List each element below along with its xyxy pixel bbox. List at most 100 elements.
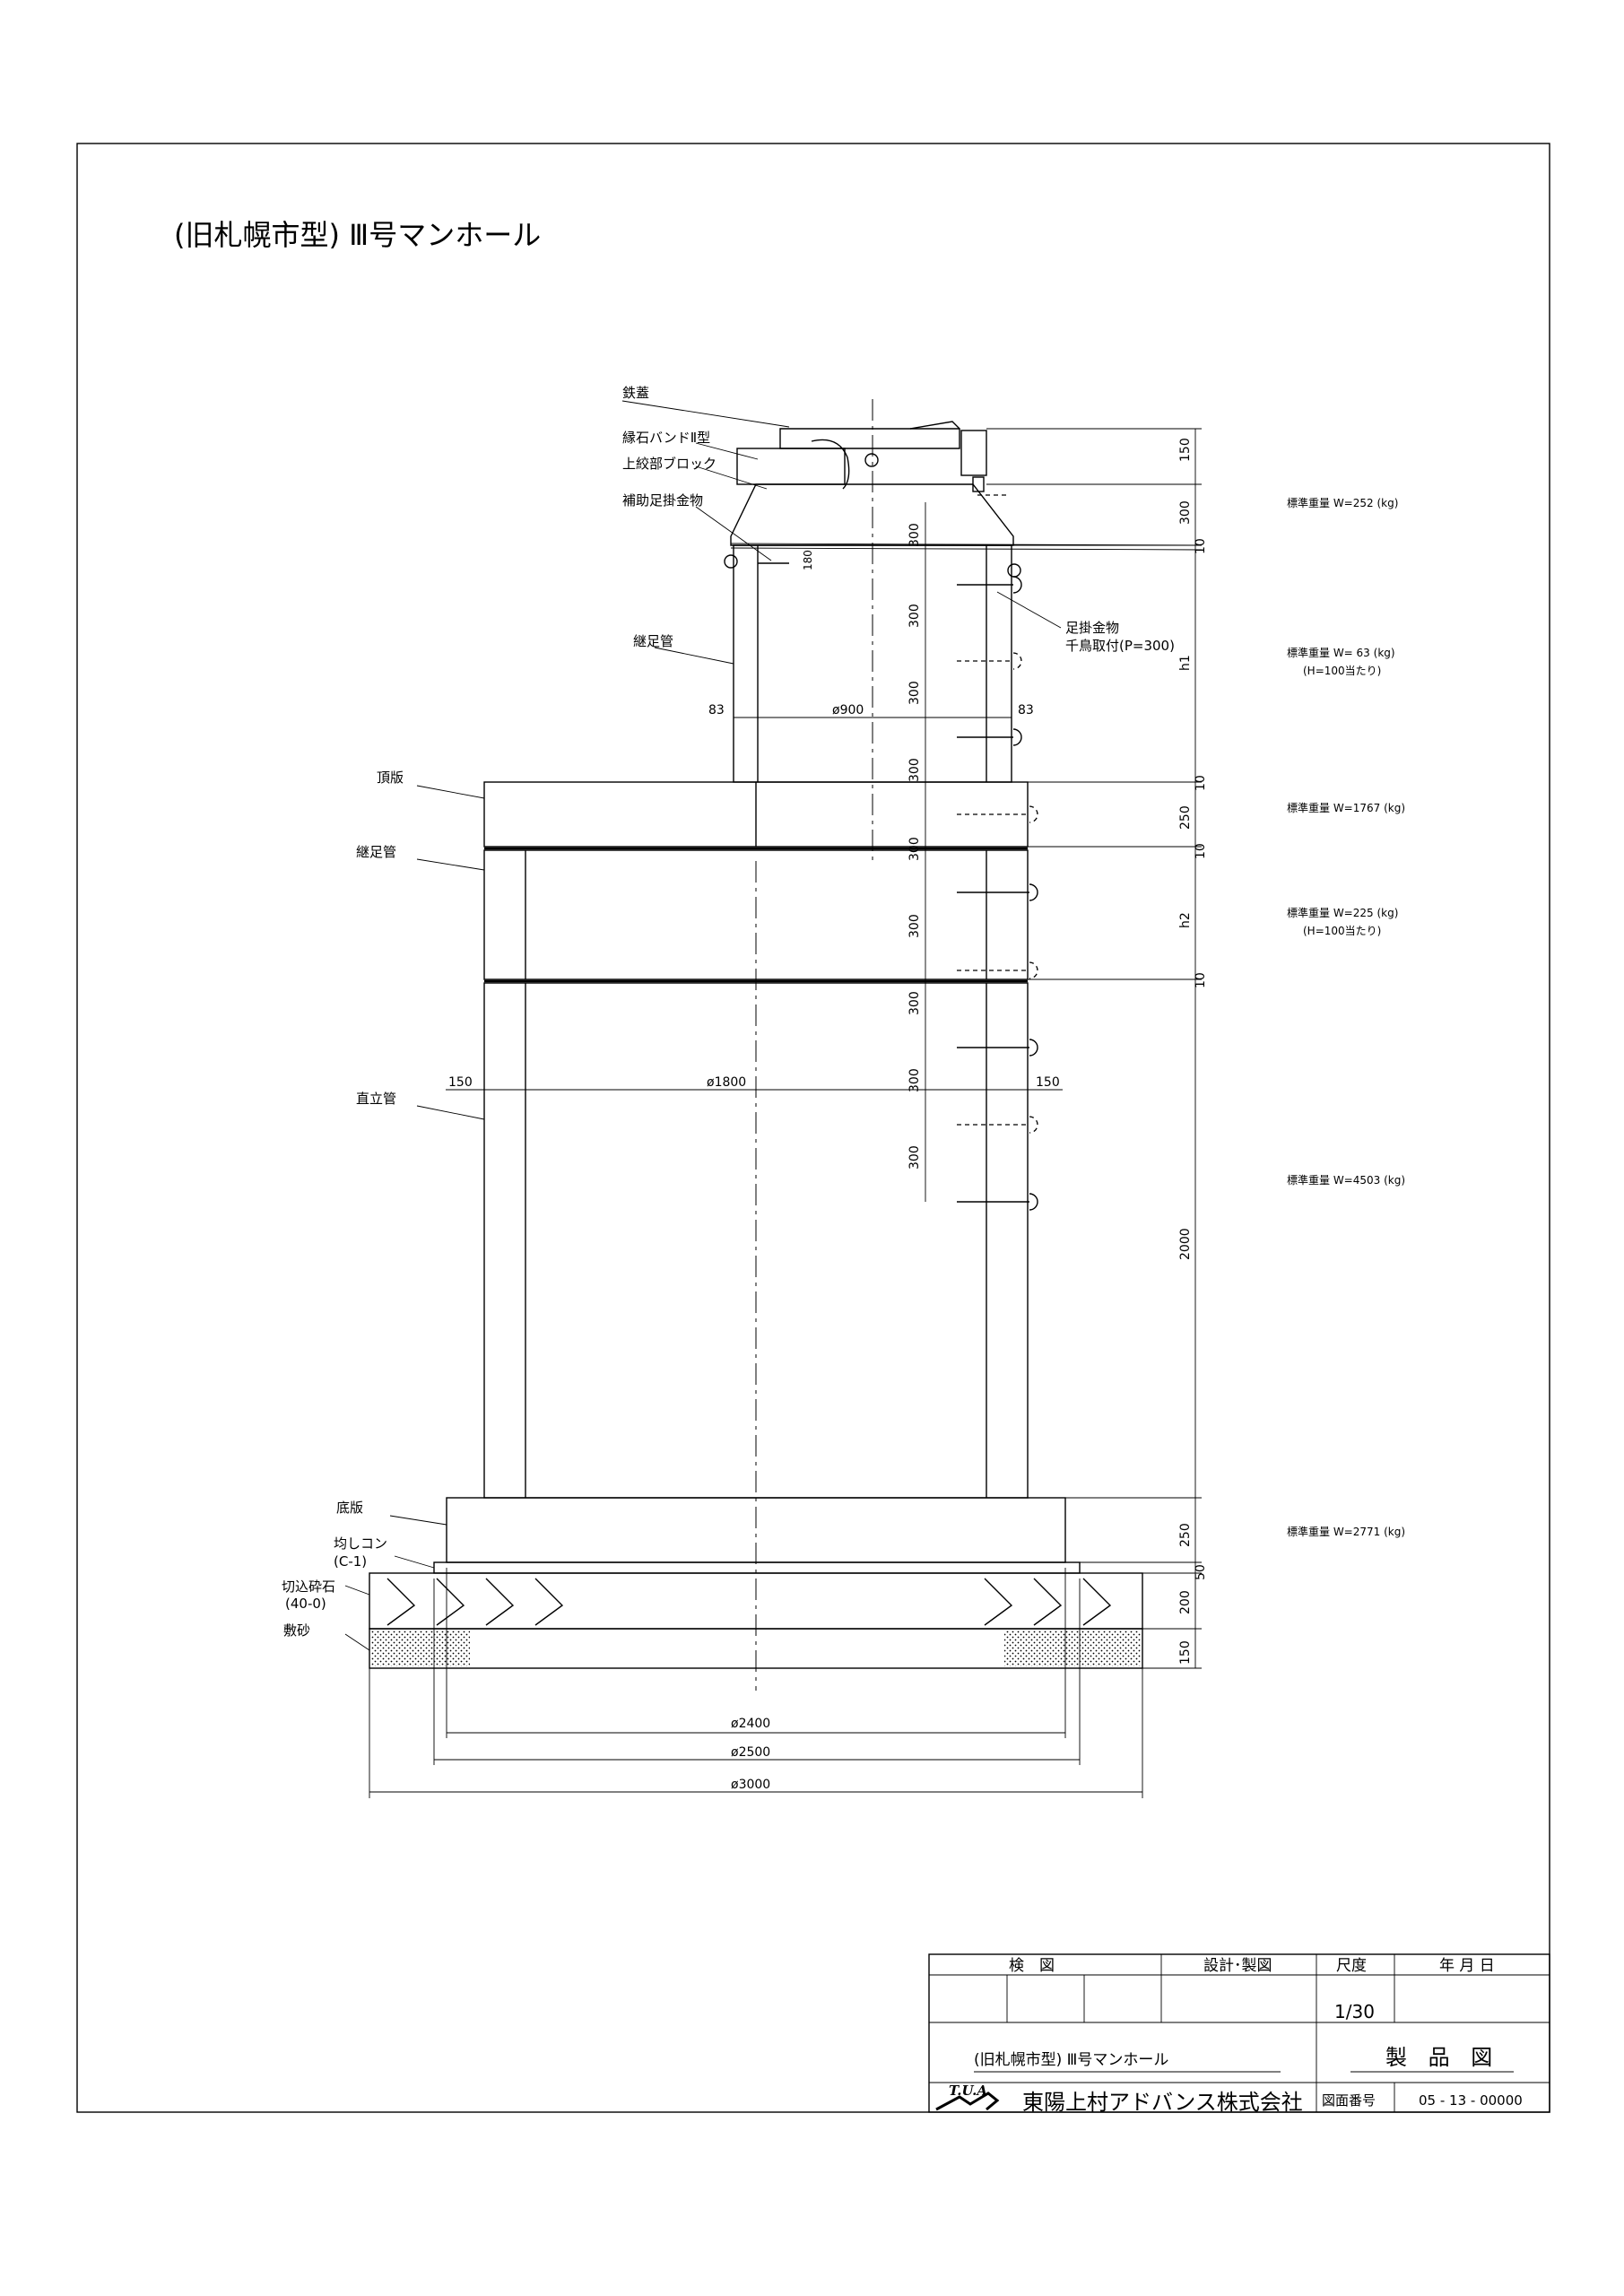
step-pitch: 300	[908, 837, 922, 861]
weight-notes: 標準重量 W=252 (kg) 標準重量 W= 63 (kg) (H=100当た…	[1287, 496, 1405, 1538]
label-sand: 敷砂	[283, 1622, 310, 1639]
step-iron	[957, 728, 1022, 746]
step-pitch: 300	[908, 758, 922, 782]
label-ext-pipe-mid: 継足管	[356, 844, 396, 860]
dim-83-right: 83	[1018, 703, 1034, 718]
sand-dots-left	[371, 1631, 470, 1666]
step-pitch: 300	[908, 681, 922, 705]
leader-lines	[344, 400, 1062, 1651]
label-bottom-slab: 底版	[336, 1500, 363, 1516]
logo-mark-icon	[935, 2092, 1000, 2111]
step-iron	[957, 961, 1038, 979]
cover-hinge	[909, 421, 960, 430]
right-dim-labels: 150 300 10 h1 10 250 10 h2 10 2000 250 5…	[1178, 438, 1208, 1665]
crushed-stone-hatch-right	[984, 1578, 1112, 1626]
dim-aux: 180	[802, 550, 814, 570]
tb-check-header: 検 図	[1009, 1957, 1055, 1975]
label-top-slab: 頂版	[377, 770, 404, 786]
step-iron	[957, 1039, 1038, 1057]
dim-right: h1	[1178, 655, 1193, 671]
dim-right: 10	[1194, 843, 1208, 859]
dim-right: 250	[1178, 1523, 1193, 1547]
dim-right: 10	[1194, 538, 1208, 554]
weight-1: 標準重量 W=252 (kg)	[1287, 496, 1398, 509]
dim-2400: ø2400	[731, 1717, 770, 1731]
step-pitch: 300	[908, 1145, 922, 1170]
title-block: 検 図 設計･製図 尺度 年 月 日 1/30 (旧札幌市型) Ⅲ号マンホール …	[928, 1953, 1550, 2115]
label-crushed-stone-grade: (40-0)	[285, 1596, 326, 1612]
label-cone: 上絞部ブロック	[622, 456, 716, 472]
step-pitch-labels: 300 300 300 300 300 300 300 300 300	[908, 523, 922, 1170]
weight-5: 標準重量 W=4503 (kg)	[1287, 1173, 1405, 1187]
manhole-structure	[369, 399, 1203, 1691]
dim-1800: ø1800	[707, 1075, 746, 1090]
dim-right: 10	[1194, 972, 1208, 988]
logo-text: T.U.A	[949, 2083, 987, 2099]
dim-150-right: 150	[1036, 1075, 1060, 1090]
dim-83-left: 83	[708, 703, 725, 718]
weight-3: 標準重量 W=1767 (kg)	[1287, 801, 1405, 814]
step-pitch: 300	[908, 604, 922, 628]
dim-right: 2000	[1178, 1228, 1193, 1260]
label-step-pitch: 千鳥取付(P=300)	[1065, 638, 1175, 654]
label-cover: 鉄蓋	[622, 385, 649, 401]
dim-right: h2	[1178, 912, 1193, 928]
sheet-border	[76, 143, 1550, 2113]
label-crushed-stone: 切込砕石	[282, 1578, 335, 1595]
aux-hook-right	[1007, 563, 1021, 578]
label-straight-pipe: 直立管	[356, 1091, 396, 1107]
dim-150-left: 150	[448, 1075, 473, 1090]
sand-bed	[369, 1628, 1143, 1669]
dim-right: 50	[1194, 1564, 1208, 1580]
tb-number-label: 図面番号	[1322, 2092, 1376, 2109]
weight-4-unit: (H=100当たり)	[1303, 925, 1381, 937]
tb-design-header: 設計･製図	[1203, 1957, 1272, 1975]
extension-pipe-mid	[483, 849, 1029, 980]
label-level-concrete: 均しコン	[334, 1535, 387, 1552]
aux-hook-left	[724, 554, 738, 569]
leveling-concrete	[433, 1561, 1081, 1574]
tb-kind: 製 品 図	[1385, 2045, 1499, 2070]
iron-cover	[779, 428, 960, 449]
step-pitch: 300	[908, 991, 922, 1015]
cone-lug	[972, 476, 985, 492]
step-iron	[957, 883, 1038, 901]
tb-number: 05 - 13 - 00000	[1419, 2092, 1523, 2109]
weight-2: 標準重量 W= 63 (kg)	[1287, 646, 1395, 659]
label-level-concrete-grade: (C-1)	[334, 1553, 367, 1570]
tb-drawing-name: (旧札幌市型) Ⅲ号マンホール	[974, 2051, 1168, 2069]
component-labels: 鉄蓋 縁石バンドⅡ型 上絞部ブロック 補助足掛金物 継足管 頂版 継足管 直立管…	[282, 385, 1175, 1639]
step-pitch: 300	[908, 1068, 922, 1092]
dim-right: 150	[1178, 1640, 1193, 1665]
right-dim-ticks	[986, 428, 1202, 1669]
weight-6: 標準重量 W=2771 (kg)	[1287, 1525, 1405, 1538]
curb-band	[736, 448, 846, 485]
dim-900: ø900	[832, 703, 864, 718]
step-iron	[957, 652, 1022, 670]
tb-company: 東陽上村アドバンス株式会社	[1022, 2090, 1303, 2115]
weight-4: 標準重量 W=225 (kg)	[1287, 906, 1398, 919]
weight-2-unit: (H=100当たり)	[1303, 665, 1381, 677]
crushed-stone-hatch-left	[386, 1578, 564, 1626]
horizontal-dim-lines	[369, 717, 1143, 1798]
cover-seat	[811, 439, 850, 490]
step-iron	[957, 805, 1038, 823]
label-step: 足掛金物	[1065, 620, 1119, 636]
dim-right: 10	[1194, 775, 1208, 791]
dim-right: 150	[1178, 438, 1193, 462]
sand-dots-right	[1004, 1631, 1141, 1666]
tb-scale-header: 尺度	[1336, 1957, 1367, 1975]
dim-right: 250	[1178, 805, 1193, 830]
step-iron	[957, 576, 1022, 594]
dim-2500: ø2500	[731, 1745, 770, 1760]
step-pitch: 300	[908, 914, 922, 938]
cover-flange	[960, 430, 987, 476]
horizontal-dim-labels: 83 ø900 83 150 ø1800 150 ø2400 ø2500 ø30…	[448, 703, 1060, 1792]
label-ext-pipe-top: 継足管	[633, 633, 673, 649]
tb-date-header: 年 月 日	[1439, 1957, 1495, 1975]
tb-scale: 1/30	[1334, 2001, 1375, 2022]
dim-3000: ø3000	[731, 1778, 770, 1792]
step-irons	[957, 576, 1038, 1211]
step-pitch: 300	[908, 523, 922, 547]
